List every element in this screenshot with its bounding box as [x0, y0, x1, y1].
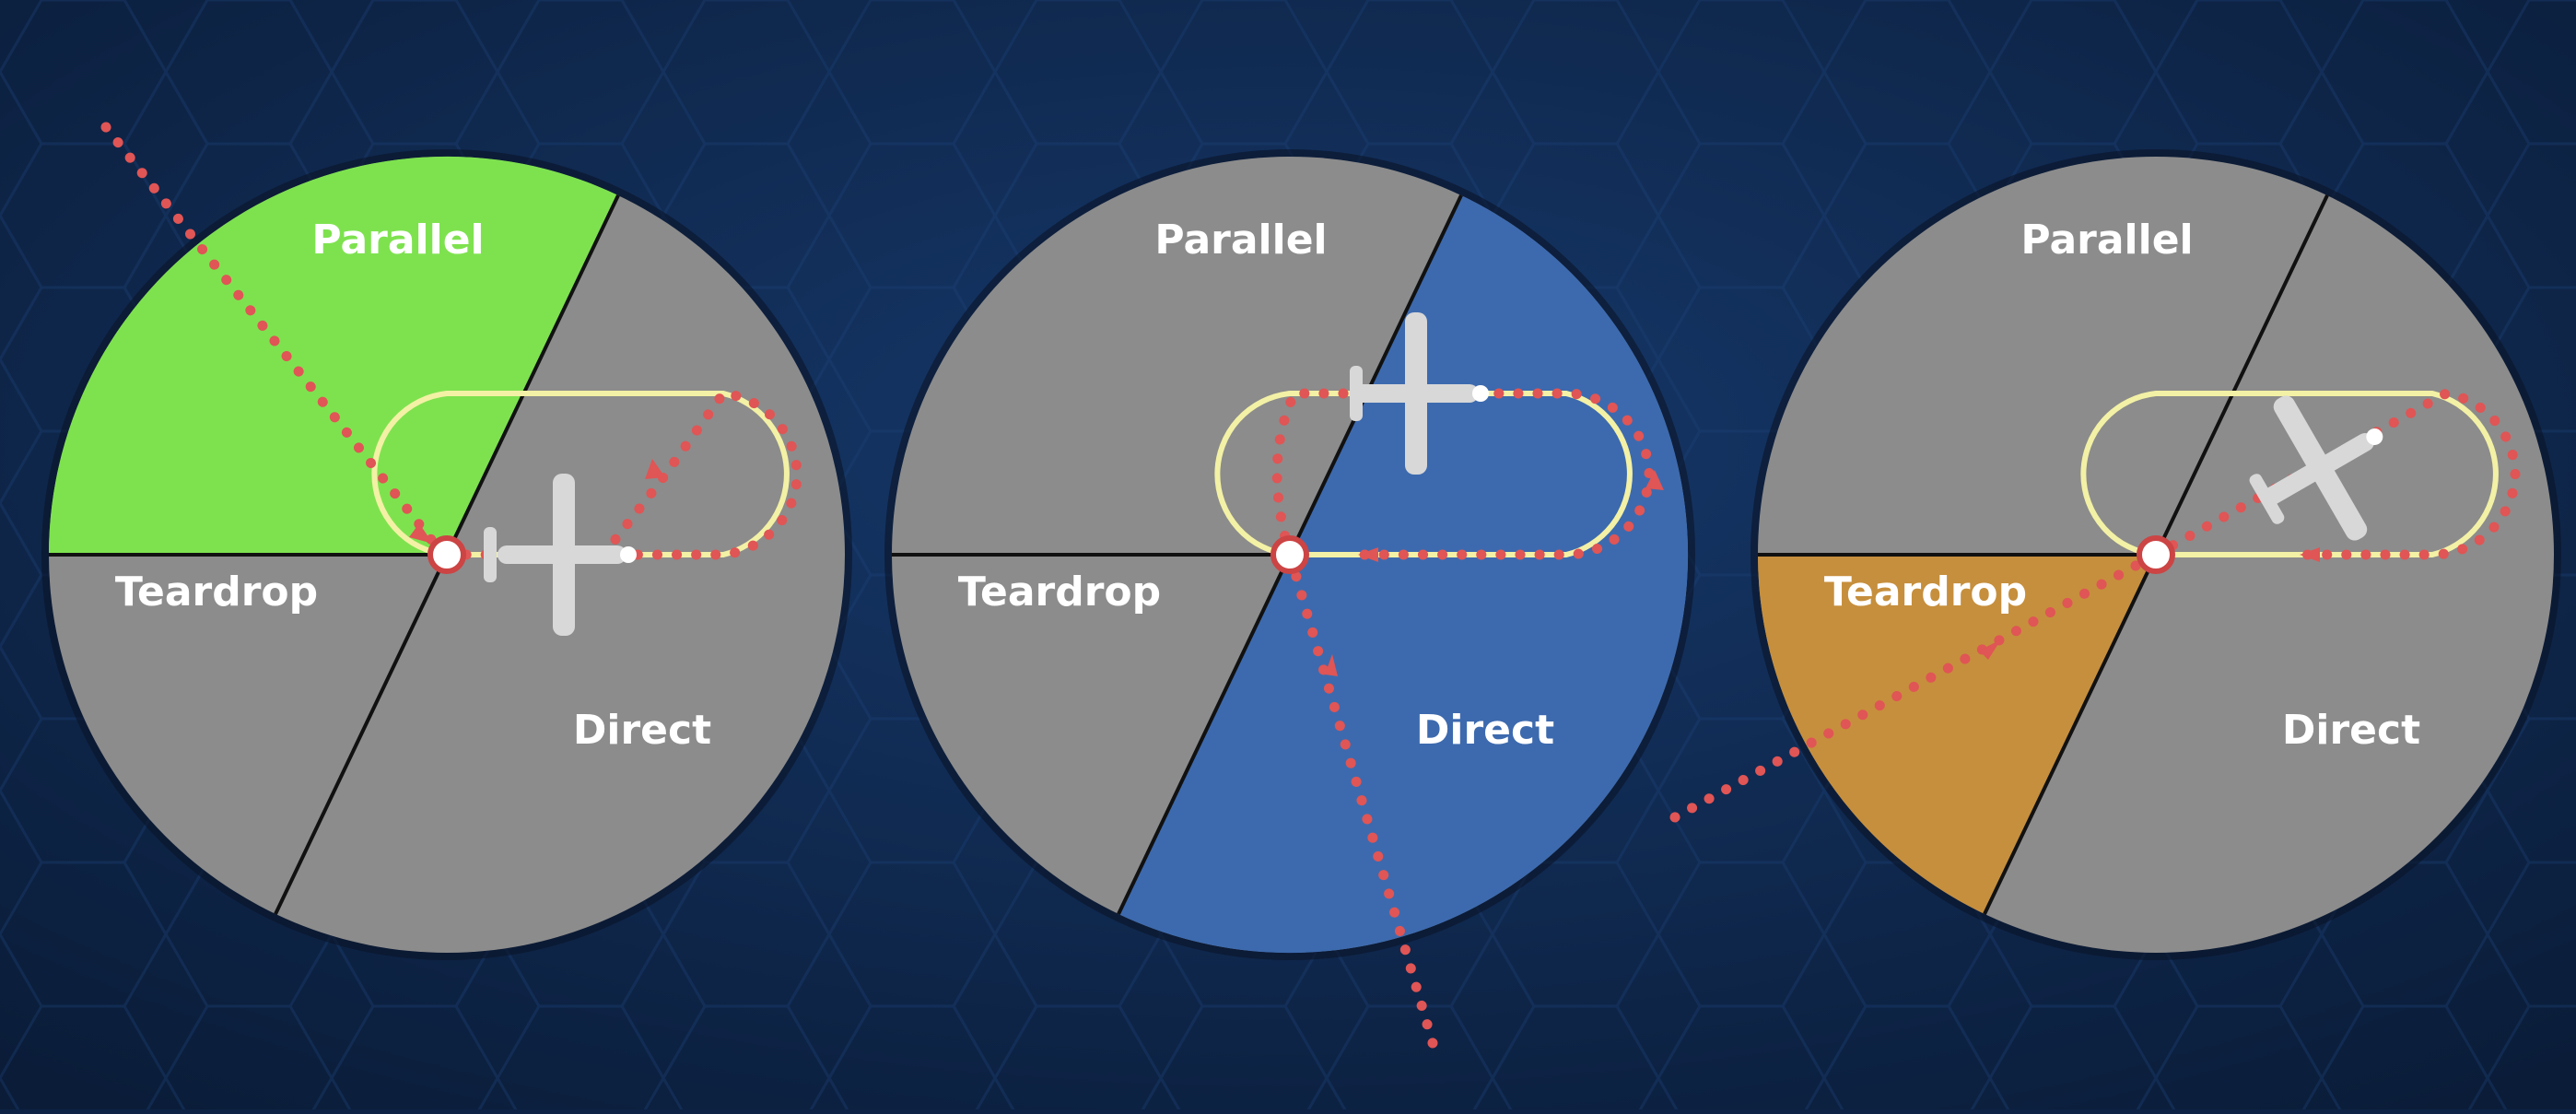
track-arrow-icon: [1358, 547, 1378, 562]
panel-direct-entry: Parallel Teardrop Direct: [884, 149, 1695, 1049]
direct-label: Direct: [2282, 707, 2420, 754]
panel-parallel-entry: Parallel Teardrop Direct: [41, 122, 852, 960]
teardrop-label: Teardrop: [115, 569, 318, 616]
track-arrow-icon: [2300, 547, 2320, 562]
holding-fix-icon: [1270, 535, 1309, 574]
teardrop-sector-highlight: [1758, 555, 2156, 914]
holding-pattern-racetrack: [1214, 391, 1633, 557]
parallel-label: Parallel: [2020, 217, 2193, 264]
track-arrow-icon: [1325, 654, 1338, 676]
entry-track-dotted: [1669, 388, 2521, 823]
holding-fix-icon: [2137, 535, 2175, 574]
teardrop-label: Teardrop: [958, 569, 1161, 616]
track-arrow-icon: [1979, 639, 2001, 660]
aircraft-icon: [2249, 395, 2383, 541]
entry-track-dotted: [1271, 388, 1655, 1049]
direct-label: Direct: [573, 707, 711, 754]
parallel-label: Parallel: [1154, 217, 1327, 264]
parallel-label: Parallel: [311, 217, 484, 264]
panel-teardrop-entry: Parallel Teardrop Direct: [1669, 149, 2561, 960]
direct-sector-highlight: [1118, 195, 1689, 954]
track-arrow-icon: [645, 459, 665, 479]
aircraft-icon: [1350, 312, 1489, 475]
holding-pattern-racetrack: [2080, 391, 2499, 557]
aircraft-icon: [484, 474, 637, 636]
teardrop-label: Teardrop: [1824, 569, 2027, 616]
direct-label: Direct: [1416, 707, 1554, 754]
track-arrow-icon: [409, 523, 433, 544]
parallel-sector-highlight: [48, 156, 618, 555]
track-arrow-icon: [1645, 470, 1664, 490]
holding-pattern-racetrack: [371, 391, 790, 557]
holding-fix-icon: [427, 535, 466, 574]
